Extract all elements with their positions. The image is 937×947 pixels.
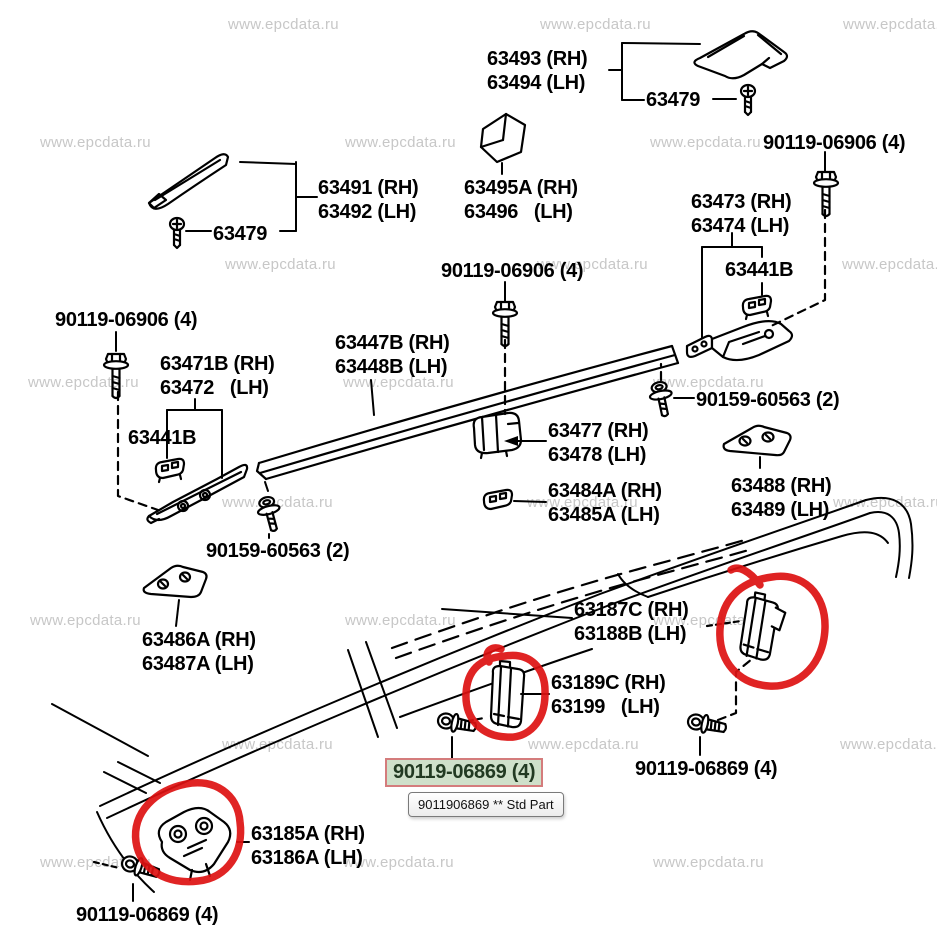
part-label-63477-63478: 63477 (RH)63478 (LH) <box>548 420 649 466</box>
stud-90159-60563-right <box>648 380 673 418</box>
part-cap-63493 <box>693 30 789 80</box>
watermark-text: www.epcdata.ru <box>653 374 764 391</box>
screw-63479-left <box>168 216 186 250</box>
part-label-63471B-63472: 63471B (RH)63472 (LH) <box>160 353 275 399</box>
part-label-63473-63474: 63473 (RH)63474 (LH) <box>691 191 792 237</box>
watermark-text: www.epcdata.ru <box>842 256 937 273</box>
bolt-90119-06906-top <box>812 170 840 218</box>
watermark-text: www.epcdata.ru <box>650 134 761 151</box>
part-rail-63447B <box>255 344 680 481</box>
part-label-63441B-right: 63441B <box>725 259 794 281</box>
watermark-text: www.epcdata.ru <box>30 612 141 629</box>
part-label-90119-06906-left: 90119-06906 (4) <box>55 309 198 331</box>
part-label-90159-60563-right: 90159-60563 (2) <box>696 389 840 411</box>
highlighted-part-number-90119-06869[interactable]: 90119-06869 (4) <box>385 758 544 787</box>
watermark-text: www.epcdata.ru <box>843 16 937 33</box>
part-clip-63477 <box>472 411 523 460</box>
part-clip-63441B-left <box>154 457 186 484</box>
watermark-text: www.epcdata.ru <box>540 16 651 33</box>
part-label-63495A-63496: 63495A (RH)63496 (LH) <box>464 177 578 223</box>
part-plate-63488 <box>722 424 792 457</box>
red-circle-middle <box>462 651 549 741</box>
part-label-90119-06906-top: 90119-06906 (4) <box>763 132 906 154</box>
part-clip-63189C <box>489 659 526 729</box>
watermark-text: www.epcdata.ru <box>840 736 937 753</box>
red-circle-bottom-left <box>131 779 245 886</box>
watermark-text: www.epcdata.ru <box>653 612 764 629</box>
watermark-text: www.epcdata.ru <box>537 256 648 273</box>
screw-63479-top <box>739 83 757 117</box>
part-clip-63441B-right <box>741 294 773 321</box>
watermark-text: www.epcdata.ru <box>28 374 139 391</box>
part-label-90159-60563-left: 90159-60563 (2) <box>206 540 350 562</box>
watermark-text: www.epcdata.ru <box>343 854 454 871</box>
watermark-text: www.epcdata.ru <box>222 494 333 511</box>
part-label-90119-06869-bottom: 90119-06869 (4) <box>76 904 219 926</box>
part-label-63187C-63188B: 63187C (RH)63188B (LH) <box>574 599 689 645</box>
part-tooltip: 9011906869 ** Std Part <box>408 792 564 817</box>
watermark-text: www.epcdata.ru <box>225 256 336 273</box>
red-circle-middle-tail <box>483 644 505 666</box>
part-label-90119-06906-mid: 90119-06906 (4) <box>441 260 584 282</box>
part-label-63479-left: 63479 <box>213 223 268 245</box>
bolt-90119-06869-mid <box>436 712 478 733</box>
bolt-90119-06906-left <box>102 352 130 400</box>
red-circle-right-tail <box>727 564 764 589</box>
watermark-text: www.epcdata.ru <box>833 494 937 511</box>
watermark-text: www.epcdata.ru <box>528 736 639 753</box>
part-label-63486A-63487A: 63486A (RH)63487A (LH) <box>142 629 256 675</box>
red-marker-annotations <box>131 564 829 886</box>
watermark-text: www.epcdata.ru <box>228 16 339 33</box>
roof-moulding-strip <box>390 538 751 660</box>
part-label-63447B-63448B: 63447B (RH)63448B (LH) <box>335 332 450 378</box>
part-cap-63491 <box>147 153 230 210</box>
watermark-text: www.epcdata.ru <box>653 854 764 871</box>
part-bracket-63473 <box>685 320 794 362</box>
part-label-63484A-63485A: 63484A (RH)63485A (LH) <box>548 480 662 526</box>
watermark-text: www.epcdata.ru <box>527 494 638 511</box>
watermark-text: www.epcdata.ru <box>345 134 456 151</box>
part-clip-63187C <box>739 591 787 661</box>
part-label-63185A-63186A: 63185A (RH)63186A (LH) <box>251 823 365 869</box>
bolt-90119-06906-mid <box>491 300 519 348</box>
watermark-text: www.epcdata.ru <box>40 134 151 151</box>
part-label-63479-top: 63479 <box>646 89 701 111</box>
bolt-90119-06869-right <box>686 713 728 734</box>
watermark-text: www.epcdata.ru <box>345 612 456 629</box>
part-plate-63486A <box>142 564 208 599</box>
part-label-63491-63492: 63491 (RH)63492 (LH) <box>318 177 419 223</box>
stud-90159-60563-left <box>256 496 281 532</box>
part-bracket-63185A <box>157 806 232 882</box>
part-label-63488-63489: 63488 (RH)63489 (LH) <box>731 475 832 521</box>
watermark-text: www.epcdata.ru <box>222 736 333 753</box>
red-circle-right <box>716 572 829 690</box>
part-label-90119-06869-right: 90119-06869 (4) <box>635 758 778 780</box>
part-label-63441B-left: 63441B <box>128 427 197 449</box>
part-sheet-63495A <box>479 112 527 164</box>
part-clip-63484A <box>482 488 514 511</box>
part-label-63493-63494: 63493 (RH)63494 (LH) <box>487 48 588 94</box>
part-label-63189C-63199: 63189C (RH)63199 (LH) <box>551 672 666 718</box>
